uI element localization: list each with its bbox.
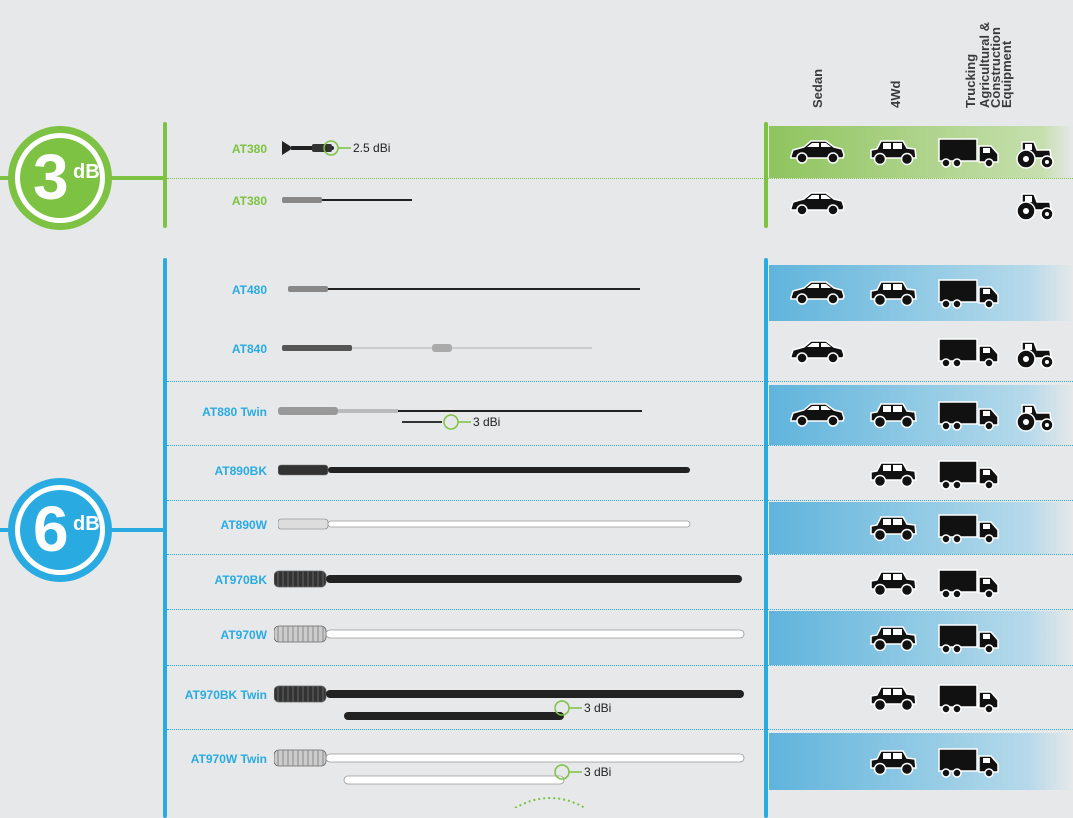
fourwd-icon (867, 512, 919, 549)
antenna-image (273, 684, 754, 733)
header-4wd: 4Wd (888, 80, 903, 108)
truck-icon (937, 399, 1001, 438)
row-highlight (769, 733, 1073, 790)
model-label: AT380 (231, 142, 267, 156)
antenna-image (277, 514, 700, 563)
tractor-icon (1014, 399, 1056, 438)
row-separator (167, 500, 1073, 501)
model-label: AT880 Twin (202, 405, 267, 419)
truck-icon (937, 277, 1001, 316)
row-separator (167, 609, 1073, 610)
antenna-image (273, 624, 754, 673)
row-separator (167, 381, 1073, 382)
model-label: AT970W (220, 628, 267, 642)
fourwd-icon (867, 136, 919, 173)
header-agricultural: Agricultural & Construction Equipment (977, 22, 1014, 108)
model-label: AT970W Twin (190, 751, 267, 766)
model-label: AT480 (231, 283, 267, 297)
callout-label: 2.5 dBi (353, 141, 391, 155)
antenna-image (288, 279, 650, 328)
tractor-icon (1014, 188, 1056, 227)
sedan-icon (788, 336, 846, 371)
antenna-image (282, 190, 422, 239)
truck-icon (937, 682, 1001, 721)
model-label: AT970BK (214, 572, 267, 587)
badge-6db-unit: dB (73, 513, 100, 535)
bottom-circle-fragment (514, 797, 586, 808)
callout-ring (323, 140, 351, 156)
row-separator (167, 729, 1073, 730)
row-separator (167, 665, 1073, 666)
group-bar-6db-right (764, 258, 768, 818)
callout-label: 3 dBi (473, 415, 501, 429)
callout-ring (554, 763, 582, 780)
antenna-image (277, 460, 700, 509)
fourwd-icon (867, 277, 919, 314)
row-separator (167, 445, 1073, 446)
sedan-icon (788, 399, 846, 434)
badge-3db: 3 dB (8, 126, 112, 230)
antenna-image (278, 401, 652, 450)
sedan-icon (788, 188, 846, 223)
truck-icon (937, 458, 1001, 497)
row-highlight (769, 611, 1073, 665)
callout-ring (443, 414, 471, 430)
group-bar-3db-left (163, 122, 167, 228)
truck-icon (937, 136, 1001, 175)
model-label: AT890W (220, 518, 267, 532)
callout-label: 3 dBi (584, 701, 612, 715)
antenna-image (282, 338, 602, 387)
fourwd-icon (867, 682, 919, 719)
badge-3db-unit: dB (73, 161, 100, 183)
truck-icon (937, 567, 1001, 606)
badge-6db: 6 dB (8, 478, 112, 582)
truck-icon (937, 512, 1001, 551)
fourwd-icon (867, 458, 919, 495)
fourwd-icon (867, 567, 919, 604)
tractor-icon (1014, 136, 1056, 175)
badge-6db-number: 6 (33, 493, 69, 565)
sedan-icon (788, 277, 846, 312)
row-separator (167, 554, 1073, 555)
fourwd-icon (867, 399, 919, 436)
row-separator (167, 178, 1073, 179)
header-trucking: Trucking (963, 53, 978, 108)
badge-3db-number: 3 (33, 141, 69, 213)
truck-icon (937, 622, 1001, 661)
header-sedan: Sedan (810, 68, 825, 108)
callout-ring (554, 700, 582, 716)
group-bar-6db-left (163, 258, 167, 818)
fourwd-icon (867, 622, 919, 659)
fourwd-icon (867, 746, 919, 783)
callout-label: 3 dBi (584, 764, 612, 779)
model-label: AT970BK Twin (184, 688, 267, 702)
group-bar-3db-right (764, 122, 768, 228)
antenna-image (273, 569, 752, 618)
truck-icon (937, 746, 1001, 785)
tractor-icon (1014, 336, 1056, 375)
model-label: AT890BK (214, 464, 267, 478)
antenna-image (282, 138, 352, 187)
sedan-icon (788, 136, 846, 171)
antenna-image (273, 748, 754, 797)
row-highlight (769, 502, 1073, 554)
model-label: AT380 (231, 194, 267, 208)
model-label: AT840 (231, 342, 267, 356)
truck-icon (937, 336, 1001, 375)
